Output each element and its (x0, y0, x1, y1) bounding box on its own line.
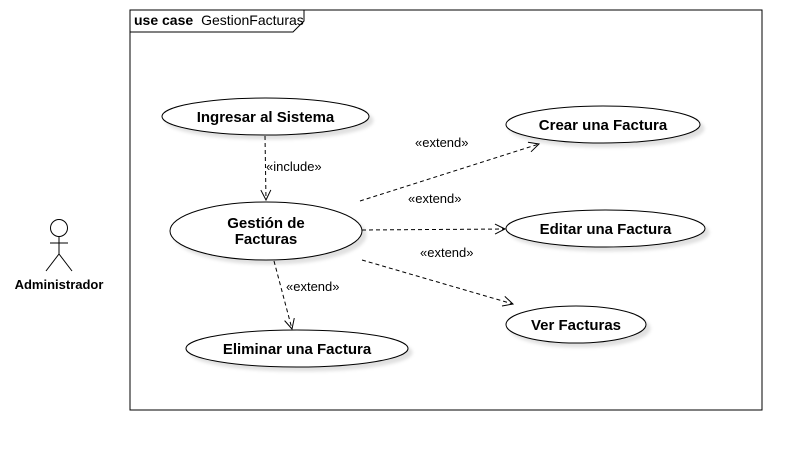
use-case-label: Ingresar al Sistema (197, 109, 335, 126)
relation-include: «include» (265, 135, 322, 200)
include-label: «include» (266, 159, 322, 174)
use-case-ingresar[interactable]: Ingresar al Sistema (161, 97, 370, 136)
relation-extend-crear: «extend» (359, 135, 539, 202)
use-case-label: Crear una Factura (539, 117, 668, 134)
frame-keyword: use case (134, 12, 193, 28)
use-case-crear[interactable]: Crear una Factura (505, 105, 701, 144)
use-case-editar[interactable]: Editar una Factura (505, 209, 706, 248)
use-case-eliminar[interactable]: Eliminar una Factura (185, 329, 409, 368)
use-case-label-line2: Facturas (235, 231, 298, 248)
actor-label: Administrador (15, 277, 104, 292)
extend-crear-label: «extend» (415, 135, 469, 150)
extend-eliminar-label: «extend» (286, 279, 340, 294)
use-case-gestion[interactable]: Gestión de Facturas (169, 201, 363, 261)
relation-extend-ver: «extend» (361, 245, 513, 304)
extend-ver-label: «extend» (420, 245, 474, 260)
use-case-label-line1: Gestión de (227, 215, 305, 232)
use-case-ver[interactable]: Ver Facturas (505, 305, 647, 344)
relation-extend-eliminar: «extend» (273, 260, 340, 329)
frame-name: GestionFacturas (201, 12, 304, 28)
actor-administrador[interactable]: Administrador (15, 219, 104, 293)
relation-extend-editar: «extend» (361, 191, 505, 230)
extend-editar-label: «extend» (408, 191, 462, 206)
frame-title: use case GestionFacturas (134, 12, 304, 28)
use-case-label: Eliminar una Factura (223, 341, 372, 358)
use-case-label: Editar una Factura (540, 221, 672, 238)
stick-figure-icon (45, 219, 73, 272)
use-case-label: Ver Facturas (531, 317, 621, 334)
